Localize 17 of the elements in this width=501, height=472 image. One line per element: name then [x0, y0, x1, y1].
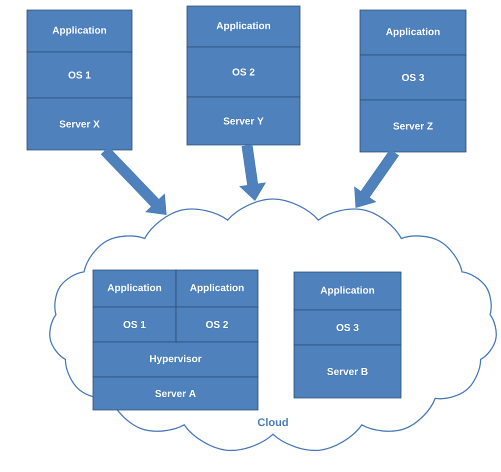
layer-box: Application — [294, 272, 402, 310]
layer-box: Server Z — [360, 100, 466, 152]
layer-box: Application — [360, 10, 466, 56]
layer-box: OS 3 — [294, 310, 402, 346]
layer-box: OS 1 — [26, 52, 132, 98]
layer-box: OS 1 — [92, 306, 176, 342]
layer-box: OS 2 — [186, 46, 300, 98]
layer-box: Server B — [294, 344, 402, 398]
layer-box: Application — [176, 270, 258, 308]
layer-box: Server A — [92, 376, 258, 410]
layer-box: OS 3 — [360, 54, 466, 100]
layer-box: Server Y — [186, 96, 300, 146]
layer-box: Application — [92, 270, 176, 308]
layer-box: Server X — [26, 98, 132, 150]
layer-box: OS 2 — [176, 306, 258, 342]
layer-box: Application — [186, 6, 300, 48]
layer-box: Application — [26, 10, 132, 52]
